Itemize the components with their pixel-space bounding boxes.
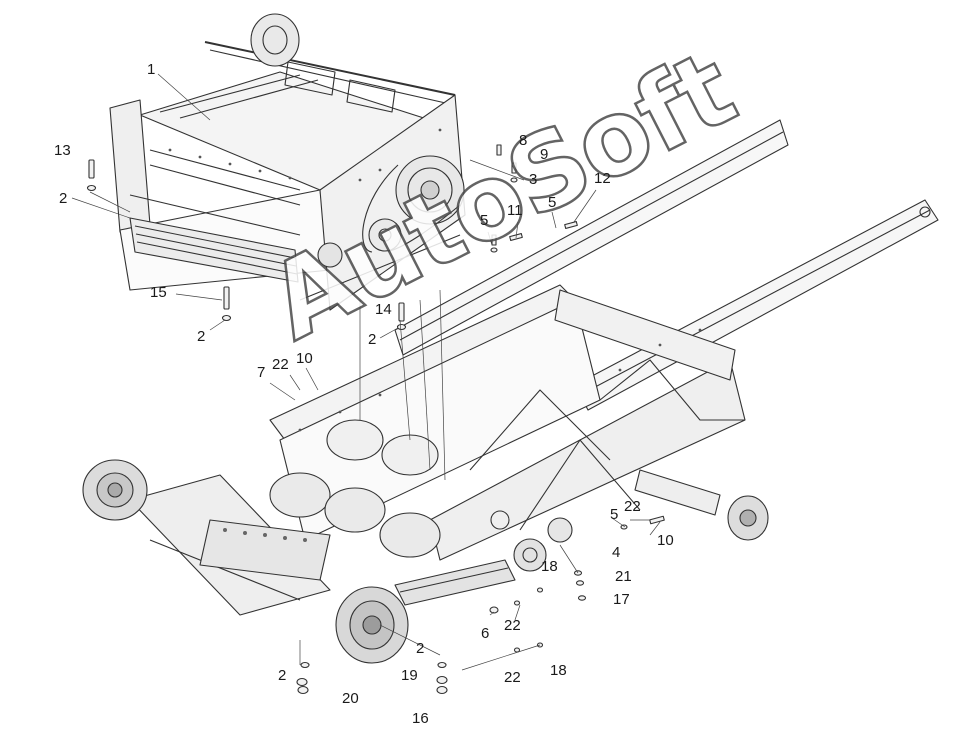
callout-22: 22 xyxy=(624,498,641,515)
main-frame xyxy=(269,284,746,606)
callout-18: 18 xyxy=(541,558,558,575)
callout-10: 10 xyxy=(657,532,674,549)
callout-2: 2 xyxy=(368,331,377,348)
callout-2: 2 xyxy=(278,667,287,684)
callout-13: 13 xyxy=(54,142,71,159)
callout-2: 2 xyxy=(59,190,68,207)
callout-9: 9 xyxy=(540,146,549,163)
callout-15: 15 xyxy=(150,284,167,301)
callout-5: 5 xyxy=(480,212,489,229)
callout-21: 21 xyxy=(615,568,632,585)
axle-assembly xyxy=(82,459,769,664)
callout-1: 1 xyxy=(147,61,156,78)
callout-6: 6 xyxy=(481,625,490,642)
callout-18: 18 xyxy=(550,662,567,679)
callout-14: 14 xyxy=(375,301,392,318)
callout-5: 5 xyxy=(548,194,557,211)
callout-16: 16 xyxy=(412,710,429,727)
upper-housing-assembly xyxy=(109,13,466,311)
callout-11: 11 xyxy=(507,202,523,219)
callout-10: 10 xyxy=(296,350,313,367)
callout-17: 17 xyxy=(613,591,630,608)
callout-22: 22 xyxy=(504,669,521,686)
callout-20: 20 xyxy=(342,690,359,707)
callout-7: 7 xyxy=(257,364,266,381)
callout-5: 5 xyxy=(610,506,619,523)
leader-lines xyxy=(71,73,661,671)
callout-22: 22 xyxy=(504,617,521,634)
callout-2: 2 xyxy=(416,640,425,657)
callout-2: 2 xyxy=(197,328,206,345)
callout-19: 19 xyxy=(401,667,418,684)
callout-22: 22 xyxy=(272,356,289,373)
callout-3: 3 xyxy=(529,171,538,188)
fastener-hardware xyxy=(86,144,665,695)
callout-12: 12 xyxy=(594,170,611,187)
callout-8: 8 xyxy=(519,132,528,149)
callout-4: 4 xyxy=(612,544,621,561)
